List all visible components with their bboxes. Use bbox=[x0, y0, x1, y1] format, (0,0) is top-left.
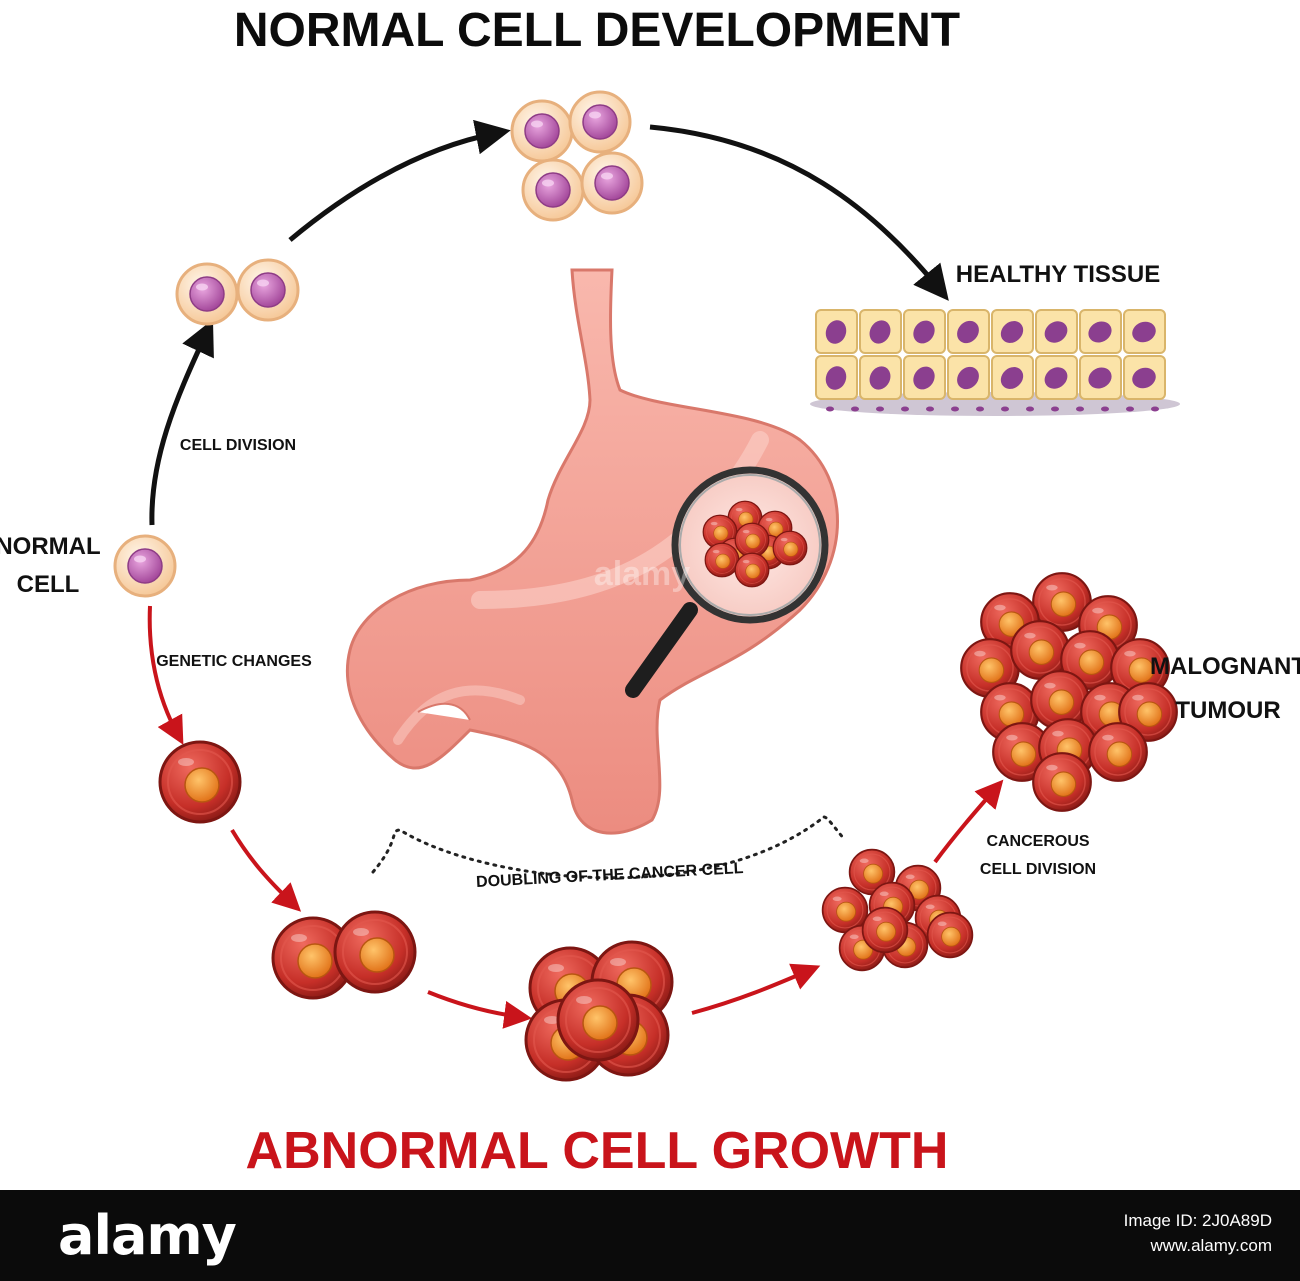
site-url-text: www.alamy.com bbox=[1150, 1236, 1272, 1255]
cancer-cell-cluster bbox=[821, 848, 974, 972]
footer-meta: Image ID: 2J0A89D www.alamy.com bbox=[1124, 1208, 1272, 1258]
arrow-to-tumour bbox=[933, 779, 1004, 864]
doubling-label: DOUBLING OF THE CANCER CELL bbox=[476, 860, 744, 891]
doubling-bracket bbox=[371, 815, 847, 880]
malignant-tumour-label-line2: TUMOUR bbox=[1175, 697, 1280, 724]
healthy-tissue-illustration bbox=[810, 309, 1180, 416]
arrow-to-two-cancer-cells bbox=[230, 828, 302, 912]
normal-cell-label-line2: CELL bbox=[17, 571, 80, 598]
arrow-to-healthy-tissue bbox=[649, 124, 949, 301]
normal-cell-label-line1: NORMAL bbox=[0, 533, 101, 560]
two-cancer-cells bbox=[271, 910, 417, 1000]
arrow-to-four-cancer-cells bbox=[427, 990, 533, 1029]
arrow-to-four-cells bbox=[288, 119, 511, 242]
malignant-tumour-label-line1: MALOGNANT bbox=[1150, 653, 1300, 680]
image-id-text: Image ID: 2J0A89D bbox=[1123, 1211, 1272, 1230]
two-normal-cells bbox=[175, 258, 300, 326]
malignant-tumour bbox=[960, 572, 1178, 812]
four-normal-cells bbox=[510, 90, 644, 222]
arrow-genetic-changes bbox=[147, 605, 184, 745]
genetic-changes-label: GENETIC CHANGES bbox=[156, 653, 312, 670]
four-cancer-cells bbox=[524, 940, 674, 1082]
arrow-cell-division bbox=[149, 319, 214, 526]
cancerous-division-label-line2: CELL DIVISION bbox=[980, 861, 1096, 878]
center-watermark: alamy bbox=[594, 555, 690, 593]
normal-cell bbox=[113, 534, 177, 598]
cancer-cell bbox=[158, 740, 242, 824]
arrow-to-cancer-cluster bbox=[691, 963, 821, 1015]
alamy-logo: alamy bbox=[58, 1204, 237, 1267]
watermark-footer: alamy Image ID: 2J0A89D www.alamy.com bbox=[0, 1190, 1300, 1281]
cancerous-division-label-line1: CANCEROUS bbox=[986, 833, 1089, 850]
diagram-title: NORMAL CELL DEVELOPMENT bbox=[234, 4, 960, 57]
cell-division-label: CELL DIVISION bbox=[180, 437, 296, 454]
bottom-title: ABNORMAL CELL GROWTH bbox=[246, 1122, 949, 1180]
cell-development-diagram: NORMAL CELL DEVELOPMENT ABNORMAL CELL GR… bbox=[0, 4, 1300, 1180]
healthy-tissue-label: HEALTHY TISSUE bbox=[956, 261, 1160, 288]
magnifying-glass-icon bbox=[625, 466, 829, 698]
